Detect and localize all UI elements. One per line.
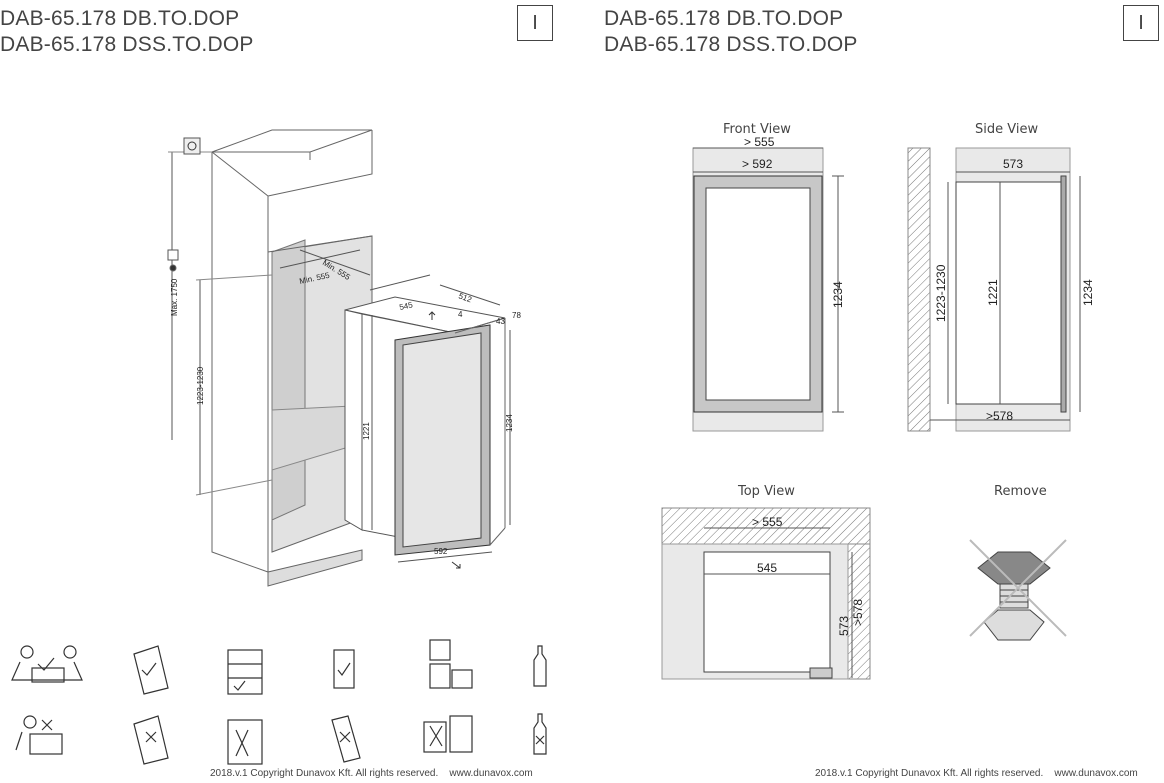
front-view-top-dim: > 555 <box>744 135 775 149</box>
side-view-bottom-dim: >578 <box>986 409 1013 423</box>
top-view-drawing <box>661 507 871 680</box>
bottle-wrong-icon <box>533 713 547 755</box>
top-view-title: Top View <box>737 484 795 499</box>
top-view-depth2-dim: >578 <box>851 599 865 626</box>
stacked-boxes-wrong-icon <box>423 715 473 753</box>
side-view-height-dim: 1234 <box>1081 279 1095 306</box>
iso-unit-width-bottom-label: 592 <box>434 547 448 556</box>
front-view-height-dim: 1234 <box>831 281 845 308</box>
footer-left-copyright: 2018.v.1 Copyright Dunavox Kft. All righ… <box>210 768 439 779</box>
footer-right-copyright: 2018.v.1 Copyright Dunavox Kft. All righ… <box>815 768 1044 779</box>
iso-small-78-label: 78 <box>512 311 521 320</box>
iso-unit-height-label: 1234 <box>505 414 514 432</box>
top-view-depth-dim: 573 <box>837 616 851 636</box>
iso-small-4-label: 4 <box>458 310 463 319</box>
isometric-installation-drawing <box>167 129 511 587</box>
iso-unit-width-top-label: 545 <box>399 300 414 312</box>
page-number-left: I <box>517 5 553 41</box>
iso-niche-height-label: 1223-1230 <box>196 366 205 405</box>
top-view-niche-dim: > 555 <box>752 515 783 529</box>
remove-title: Remove <box>994 484 1047 499</box>
manual-check-icon <box>133 645 169 695</box>
iso-cabinet-height-label: 1221 <box>362 422 371 440</box>
side-view-body-dim: 1221 <box>986 279 1000 306</box>
footer-right-url[interactable]: www.dunavox.com <box>1054 768 1138 779</box>
tilted-wrong-icon <box>331 715 361 763</box>
model-name-left-1: DAB-65.178 DB.TO.DOP <box>0 7 240 30</box>
iso-unit-depth-label: 512 <box>457 291 473 304</box>
side-view-depth-dim: 573 <box>1003 157 1023 171</box>
bottle-ok-icon <box>533 645 547 687</box>
remove-bolt-illustration <box>969 539 1067 641</box>
iso-small-43-label: 43 <box>496 317 505 326</box>
lift-one-person-wrong-icon <box>15 715 63 755</box>
front-view-drawing <box>692 147 844 432</box>
iso-max-height-label: Max. 1750 <box>170 278 179 316</box>
shelf-bottles-wrong-icon <box>227 719 263 765</box>
front-view-title: Front View <box>723 122 791 137</box>
top-view-width-dim: 545 <box>757 561 777 575</box>
front-view-width-dim: > 592 <box>742 157 773 171</box>
model-name-left-2: DAB-65.178 DSS.TO.DOP <box>0 33 254 56</box>
model-name-right-1: DAB-65.178 DB.TO.DOP <box>604 7 844 30</box>
manual-wrong-icon <box>133 715 169 765</box>
stacked-boxes-ok-icon <box>429 639 473 689</box>
lift-two-persons-ok-icon <box>11 645 83 683</box>
upright-ok-icon <box>333 649 355 689</box>
side-view-title: Side View <box>975 122 1038 137</box>
page-number-right: I <box>1123 5 1159 41</box>
model-name-right-2: DAB-65.178 DSS.TO.DOP <box>604 33 858 56</box>
footer-left-url[interactable]: www.dunavox.com <box>449 768 533 779</box>
shelf-bottles-ok-icon <box>227 649 263 695</box>
side-view-drawing <box>907 147 1081 432</box>
side-view-niche-dim: 1223-1230 <box>934 264 948 322</box>
footer-right: 2018.v.1 Copyright Dunavox Kft. All righ… <box>815 768 1138 779</box>
footer-left: 2018.v.1 Copyright Dunavox Kft. All righ… <box>210 768 533 779</box>
